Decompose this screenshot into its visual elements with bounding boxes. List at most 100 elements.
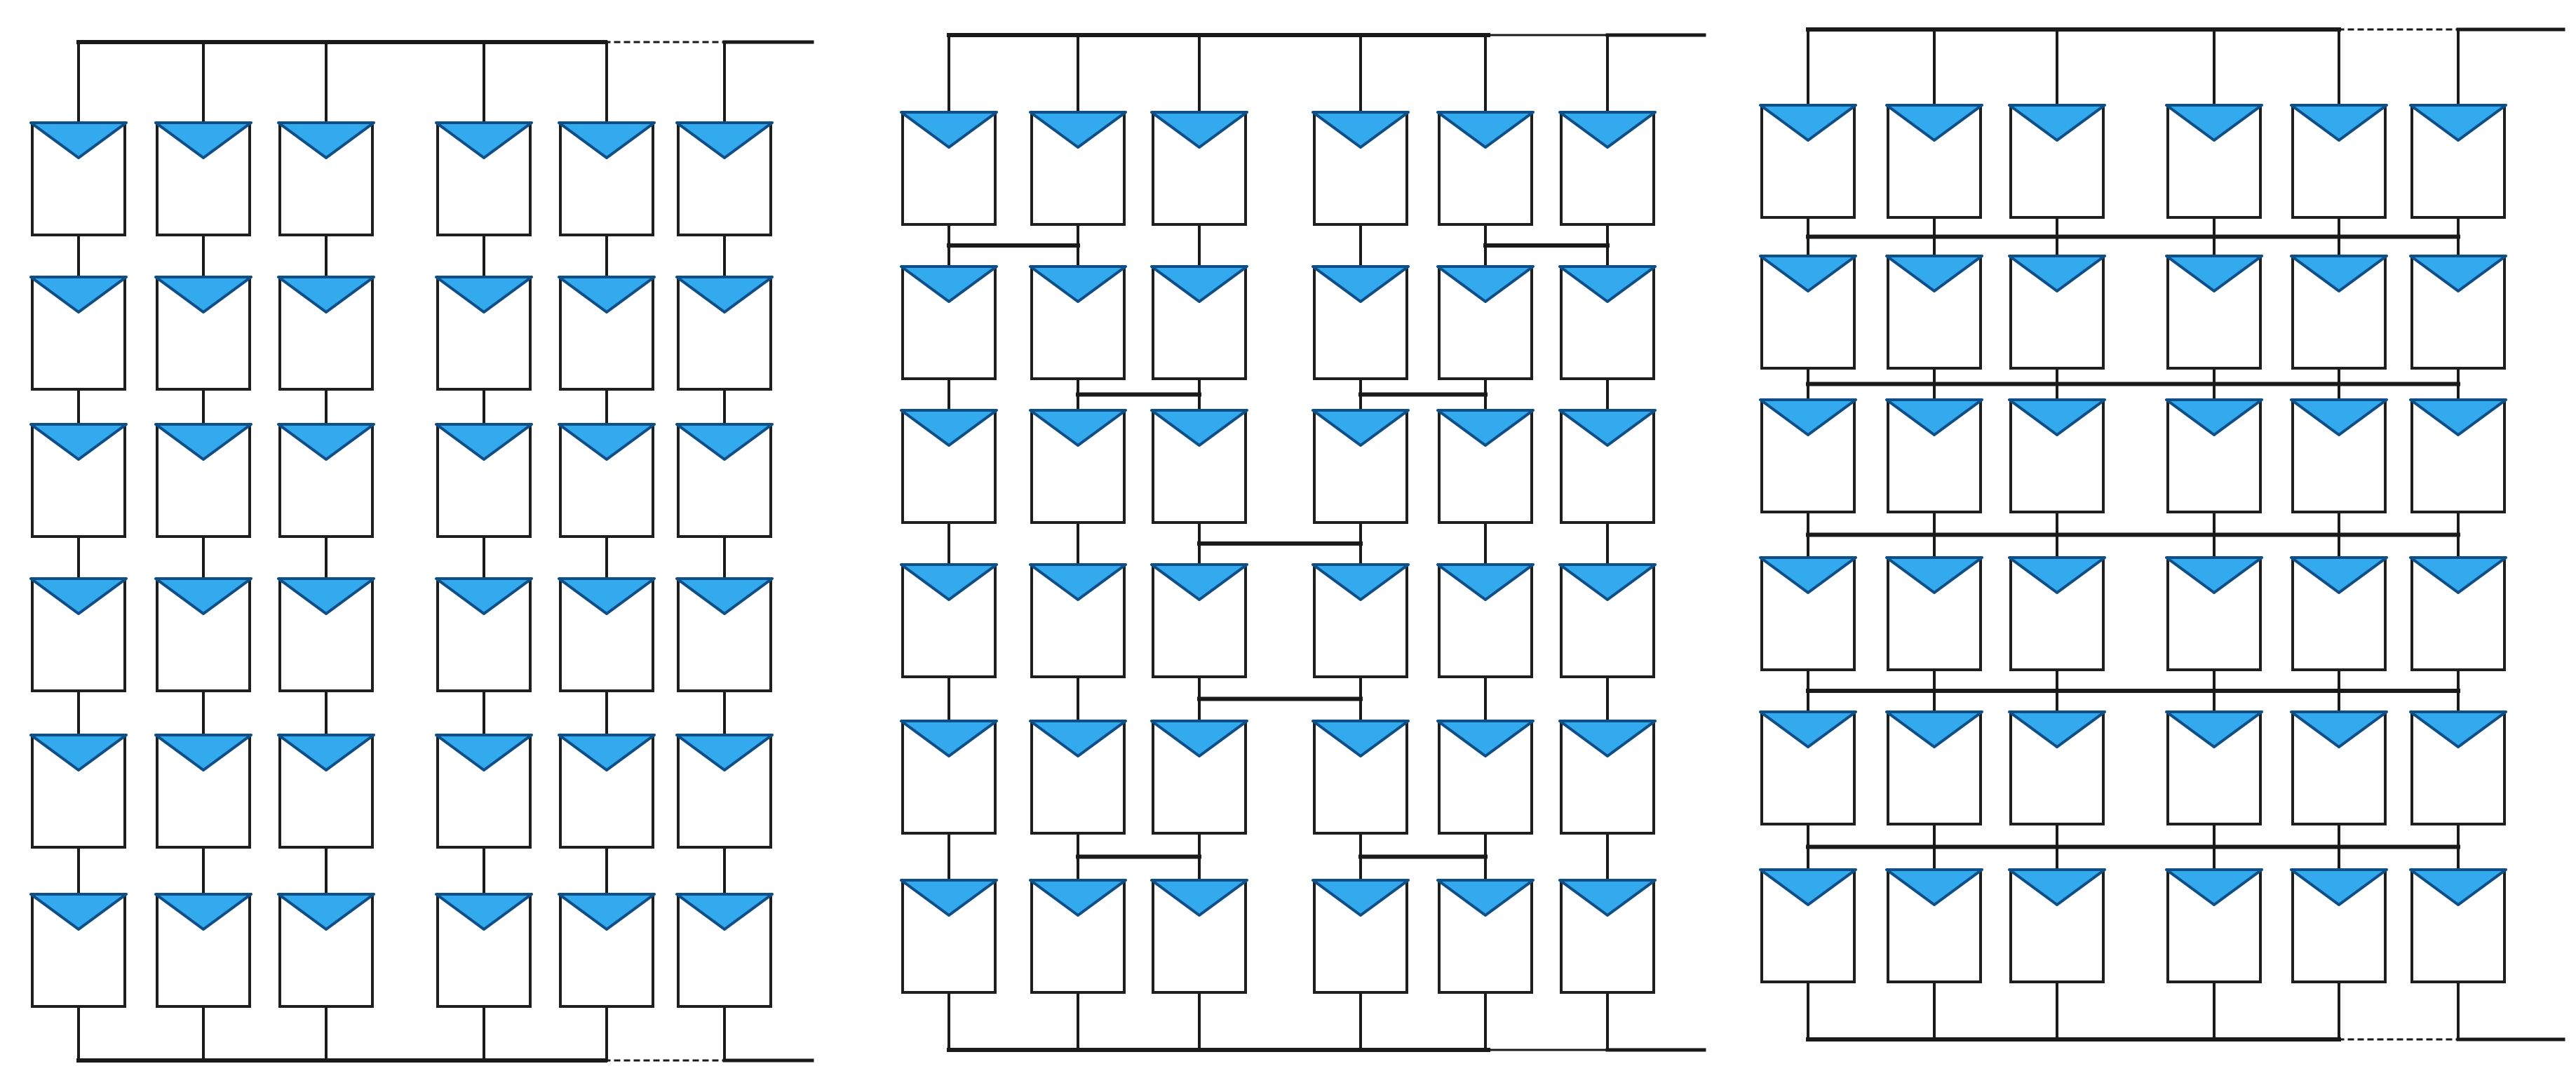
solar-module-icon bbox=[1558, 879, 1657, 917]
solar-module-icon bbox=[29, 734, 128, 771]
pv-module-r6-c4 bbox=[2165, 868, 2263, 983]
pv-module-r5-c1 bbox=[29, 734, 128, 849]
solar-module-icon bbox=[277, 577, 375, 615]
pv-module-r2-c6 bbox=[1558, 265, 1657, 380]
pv-module-r4-c3 bbox=[277, 577, 375, 692]
pv-module-r5-c2 bbox=[1029, 720, 1127, 835]
solar-module-icon bbox=[277, 423, 375, 461]
pv-module-r2-c3 bbox=[1150, 265, 1248, 380]
solar-module-icon bbox=[2409, 868, 2507, 906]
pv-array-bridge-linked bbox=[900, 33, 1706, 1052]
solar-module-icon bbox=[1436, 563, 1535, 601]
solar-module-icon bbox=[2409, 556, 2507, 594]
pv-module-r3-c1 bbox=[1759, 398, 1857, 513]
pv-module-r4-c2 bbox=[1885, 556, 1983, 671]
solar-module-icon bbox=[2008, 556, 2106, 594]
solar-module-icon bbox=[900, 563, 998, 601]
pv-module-r3-c1 bbox=[29, 423, 128, 538]
solar-module-icon bbox=[435, 121, 533, 159]
solar-module-icon bbox=[277, 276, 375, 314]
solar-module-icon bbox=[1436, 265, 1535, 303]
pv-module-r4-c1 bbox=[900, 563, 998, 678]
solar-module-icon bbox=[2409, 104, 2507, 142]
pv-module-r4-c6 bbox=[675, 577, 774, 692]
pv-array-series-parallel bbox=[29, 40, 814, 1063]
pv-array-total-cross-tied bbox=[1759, 27, 2565, 1042]
solar-module-icon bbox=[675, 276, 774, 314]
pv-module-r3-c3 bbox=[277, 423, 375, 538]
solar-module-icon bbox=[2409, 255, 2507, 292]
pv-module-r1-c1 bbox=[29, 121, 128, 236]
solar-module-icon bbox=[154, 423, 252, 461]
pv-module-r2-c1 bbox=[900, 265, 998, 380]
solar-module-icon bbox=[675, 121, 774, 159]
module-frame bbox=[901, 265, 997, 380]
solar-module-icon bbox=[1150, 563, 1248, 601]
pv-module-r4-c6 bbox=[2409, 556, 2507, 671]
pv-module-r6-c1 bbox=[1759, 868, 1857, 983]
pv-module-r1-c4 bbox=[2165, 104, 2263, 219]
solar-module-icon bbox=[1759, 104, 1857, 142]
solar-module-icon bbox=[675, 423, 774, 461]
pv-module-r6-c4 bbox=[435, 893, 533, 1008]
solar-module-icon bbox=[1558, 563, 1657, 601]
pv-module-r2-c1 bbox=[1759, 255, 1857, 370]
solar-module-icon bbox=[1558, 720, 1657, 757]
pv-module-r4-c4 bbox=[1311, 563, 1410, 678]
pv-module-r6-c5 bbox=[2290, 868, 2388, 983]
solar-module-icon bbox=[1029, 265, 1127, 303]
pv-module-r3-c3 bbox=[2008, 398, 2106, 513]
pv-module-r3-c6 bbox=[1558, 409, 1657, 524]
solar-module-icon bbox=[435, 423, 533, 461]
solar-module-icon bbox=[1029, 409, 1127, 447]
pv-module-r1-c5 bbox=[1436, 111, 1535, 226]
solar-module-icon bbox=[2409, 710, 2507, 748]
pv-module-r5-c3 bbox=[277, 734, 375, 849]
solar-module-icon bbox=[2409, 398, 2507, 436]
solar-module-icon bbox=[1436, 409, 1535, 447]
solar-module-icon bbox=[2290, 398, 2388, 436]
solar-module-icon bbox=[2008, 255, 2106, 292]
solar-module-icon bbox=[1311, 265, 1410, 303]
pv-module-r4-c2 bbox=[154, 577, 252, 692]
solar-module-icon bbox=[1311, 879, 1410, 917]
solar-module-icon bbox=[435, 734, 533, 771]
solar-module-icon bbox=[675, 893, 774, 931]
pv-module-r6-c6 bbox=[2409, 868, 2507, 983]
solar-module-icon bbox=[1311, 409, 1410, 447]
solar-module-icon bbox=[2290, 556, 2388, 594]
pv-module-r3-c2 bbox=[1885, 398, 1983, 513]
solar-module-icon bbox=[2165, 710, 2263, 748]
solar-module-icon bbox=[1436, 879, 1535, 917]
solar-module-icon bbox=[277, 893, 375, 931]
solar-module-icon bbox=[2165, 398, 2263, 436]
pv-module-r5-c6 bbox=[2409, 710, 2507, 825]
pv-module-r5-c3 bbox=[2008, 710, 2106, 825]
solar-module-icon bbox=[1029, 563, 1127, 601]
pv-module-r5-c2 bbox=[1885, 710, 1983, 825]
solar-module-icon bbox=[1885, 556, 1983, 594]
solar-module-icon bbox=[277, 734, 375, 771]
pv-module-r2-c5 bbox=[558, 276, 656, 391]
pv-module-r1-c4 bbox=[435, 121, 533, 236]
pv-module-r6-c3 bbox=[2008, 868, 2106, 983]
pv-module-r5-c5 bbox=[1436, 720, 1535, 835]
solar-module-icon bbox=[2008, 398, 2106, 436]
solar-module-icon bbox=[435, 577, 533, 615]
pv-module-r2-c3 bbox=[2008, 255, 2106, 370]
solar-module-icon bbox=[2290, 710, 2388, 748]
solar-module-icon bbox=[154, 893, 252, 931]
pv-module-r6-c5 bbox=[1436, 879, 1535, 994]
pv-module-r2-c6 bbox=[675, 276, 774, 391]
pv-module-r5-c5 bbox=[2290, 710, 2388, 825]
solar-module-icon bbox=[1885, 255, 1983, 292]
pv-module-r4-c4 bbox=[2165, 556, 2263, 671]
pv-module-r5-c5 bbox=[558, 734, 656, 849]
pv-module-r6-c6 bbox=[675, 893, 774, 1008]
solar-module-icon bbox=[1150, 111, 1248, 149]
solar-module-icon bbox=[435, 893, 533, 931]
solar-module-icon bbox=[558, 734, 656, 771]
pv-module-r4-c3 bbox=[2008, 556, 2106, 671]
solar-module-icon bbox=[1150, 720, 1248, 757]
solar-module-icon bbox=[1759, 255, 1857, 292]
